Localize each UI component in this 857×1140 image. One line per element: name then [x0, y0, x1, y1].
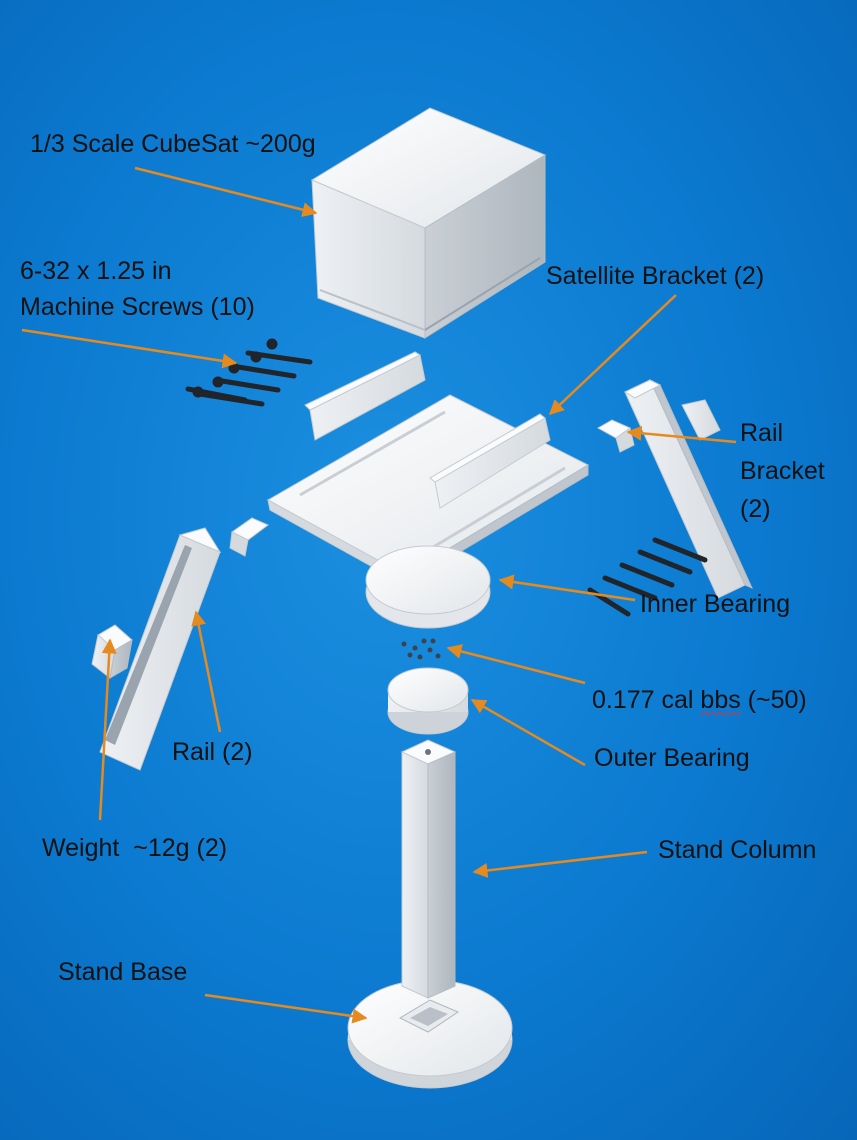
label-stand-column: Stand Column — [658, 836, 817, 864]
machine-screws-right — [587, 537, 708, 617]
label-bbs-word: bbs — [700, 686, 741, 714]
outer-bearing-part — [387, 667, 469, 735]
weight-part — [91, 624, 133, 679]
rail-bracket-left — [229, 517, 269, 557]
label-bbs-suffix: (~50) — [740, 686, 807, 714]
label-bbs-prefix: 0.177 cal — [592, 686, 701, 714]
inner-bearing-part — [365, 545, 491, 629]
label-rail-bracket: Rail Bracket (2) — [740, 414, 825, 528]
label-stand-base: Stand Base — [58, 958, 188, 986]
cubesat-part — [310, 107, 547, 339]
satellite-bracket-right — [429, 413, 551, 509]
label-bbs: 0.177 cal bbs (~50) — [592, 684, 807, 716]
rail-left — [99, 527, 222, 771]
label-rail: Rail (2) — [172, 738, 253, 766]
label-machine-screws-line1: 6-32 x 1.25 in — [20, 257, 172, 285]
stand-base-part — [347, 979, 513, 1089]
label-rail-bracket-line3: (2) — [740, 495, 771, 523]
satellite-bracket-left — [304, 351, 426, 441]
machine-screws-left — [185, 338, 313, 407]
bbs-part — [401, 638, 441, 660]
label-rail-bracket-line1: Rail — [740, 419, 784, 447]
label-machine-screws-line2: Machine Screws (10) — [20, 293, 255, 321]
stand-column-part — [400, 739, 457, 999]
label-weight: Weight ~12g (2) — [42, 834, 228, 862]
label-inner-bearing: Inner Bearing — [640, 590, 791, 618]
leader-lines — [21, 166, 737, 1024]
label-satellite-bracket: Satellite Bracket (2) — [546, 262, 765, 290]
label-rail-bracket-line2: Bracket — [740, 457, 825, 485]
label-outer-bearing: Outer Bearing — [594, 744, 750, 772]
label-cubesat: 1/3 Scale CubeSat ~200g — [30, 130, 316, 158]
label-machine-screws: 6-32 x 1.25 in Machine Screws (10) — [20, 255, 255, 323]
